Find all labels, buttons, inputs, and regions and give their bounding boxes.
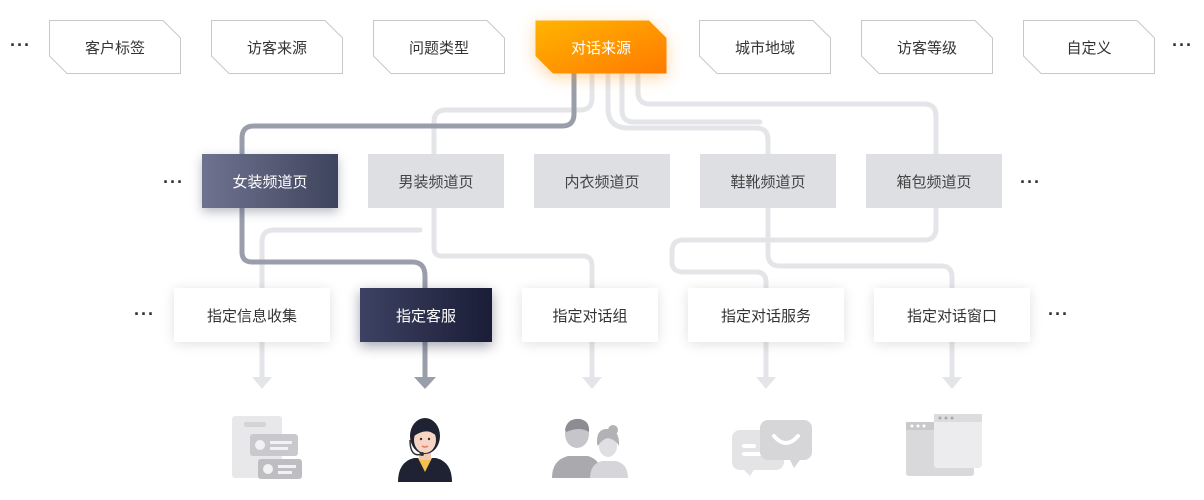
filter-tag-label: 对话来源 bbox=[570, 39, 631, 57]
more-left-mid: ··· bbox=[163, 172, 184, 192]
arrow-head-idle bbox=[252, 377, 272, 389]
filter-tag-7[interactable]: 自定义 bbox=[1023, 20, 1155, 74]
channel-page-3[interactable]: 内衣频道页 bbox=[534, 154, 670, 208]
filter-tag-5[interactable]: 城市地域 bbox=[699, 20, 831, 74]
connector-line-idle bbox=[619, 71, 763, 125]
connector-line-idle bbox=[259, 227, 423, 291]
routing-action-4[interactable]: 指定对话服务 bbox=[688, 288, 844, 342]
filter-tag-label: 访客等级 bbox=[896, 39, 957, 57]
more-right-top: ··· bbox=[1172, 35, 1193, 55]
more-right-mid: ··· bbox=[1020, 172, 1041, 192]
filter-tag-label: 问题类型 bbox=[408, 39, 469, 57]
filter-tag-6[interactable]: 访客等级 bbox=[861, 20, 993, 74]
filter-tag-label: 客户标签 bbox=[84, 39, 145, 57]
filter-tag-4[interactable]: 对话来源 bbox=[535, 20, 667, 74]
channel-page-1[interactable]: 女装频道页 bbox=[202, 154, 338, 208]
arrow-head-idle bbox=[942, 377, 962, 389]
filter-tag-3[interactable]: 问题类型 bbox=[373, 20, 505, 74]
arrow-head-idle bbox=[582, 377, 602, 389]
routing-action-2[interactable]: 指定客服 bbox=[360, 288, 492, 342]
channel-page-5[interactable]: 箱包频道页 bbox=[866, 154, 1002, 208]
connector-line-idle bbox=[635, 71, 939, 291]
connector-line-active bbox=[239, 205, 428, 291]
arrow-head-idle bbox=[756, 377, 776, 389]
user-group-icon bbox=[550, 412, 632, 485]
customer-service-agent-icon bbox=[392, 408, 458, 489]
more-right-bottom: ··· bbox=[1048, 304, 1069, 324]
info-card-icon bbox=[230, 412, 306, 487]
arrow-head-active bbox=[414, 377, 436, 389]
chat-bubbles-icon bbox=[730, 418, 814, 485]
routing-action-1[interactable]: 指定信息收集 bbox=[174, 288, 330, 342]
filter-tag-label: 自定义 bbox=[1066, 39, 1112, 57]
routing-action-3[interactable]: 指定对话组 bbox=[522, 288, 658, 342]
more-left-bottom: ··· bbox=[134, 304, 155, 324]
channel-page-2[interactable]: 男装频道页 bbox=[368, 154, 504, 208]
more-left-top: ··· bbox=[10, 35, 31, 55]
routing-action-5[interactable]: 指定对话窗口 bbox=[874, 288, 1030, 342]
filter-tag-2[interactable]: 访客来源 bbox=[211, 20, 343, 74]
filter-tag-label: 访客来源 bbox=[246, 39, 307, 57]
connector-line-active bbox=[239, 71, 577, 157]
filter-tag-1[interactable]: 客户标签 bbox=[49, 20, 181, 74]
browser-window-icon bbox=[904, 412, 984, 483]
filter-tag-label: 城市地域 bbox=[734, 39, 795, 57]
channel-page-4[interactable]: 鞋靴频道页 bbox=[700, 154, 836, 208]
